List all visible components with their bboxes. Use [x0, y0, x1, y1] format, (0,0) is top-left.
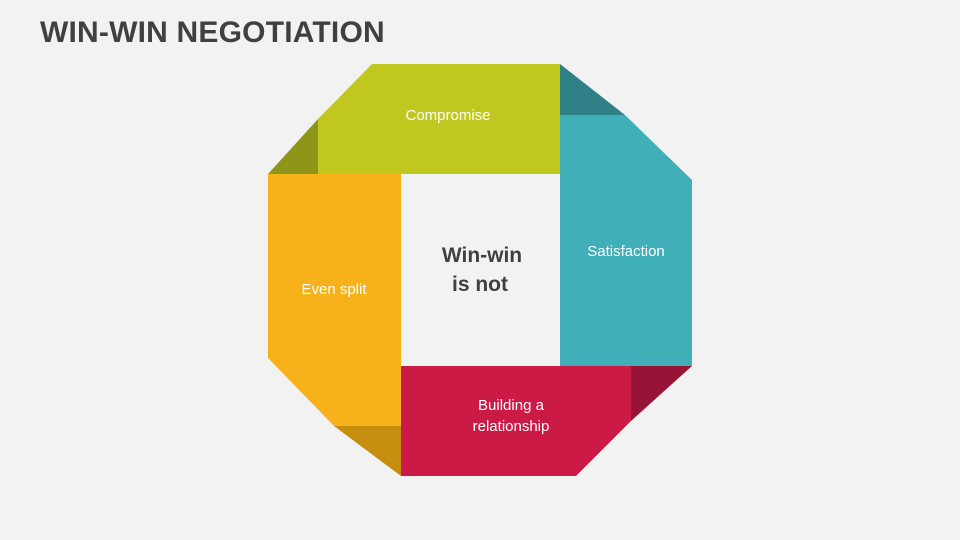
even-split-fold [334, 426, 401, 476]
compromise-label: Compromise [405, 107, 490, 124]
satisfaction-label: Satisfaction [587, 243, 665, 260]
relationship-band [401, 366, 631, 476]
even-split-band [268, 174, 401, 426]
center-square [401, 174, 560, 366]
segment-compromise: Compromise [268, 64, 560, 174]
compromise-fold [268, 119, 318, 174]
relationship-label-line1: Building a [478, 397, 545, 414]
slide-title: WIN-WIN NEGOTIATION [40, 16, 385, 49]
segment-building-relationship: Building a relationship [401, 366, 692, 476]
relationship-fold [631, 366, 692, 421]
relationship-label-line2: relationship [473, 418, 550, 435]
center-box: Win-win is not [401, 174, 560, 366]
satisfaction-band [560, 115, 692, 366]
even-split-label: Even split [301, 281, 367, 298]
center-label-line2: is not [452, 273, 508, 296]
center-label-line1: Win-win [442, 244, 522, 267]
segment-satisfaction: Satisfaction [560, 64, 692, 366]
compromise-band [318, 64, 560, 174]
segment-even-split: Even split [268, 174, 401, 476]
satisfaction-fold [560, 64, 625, 115]
